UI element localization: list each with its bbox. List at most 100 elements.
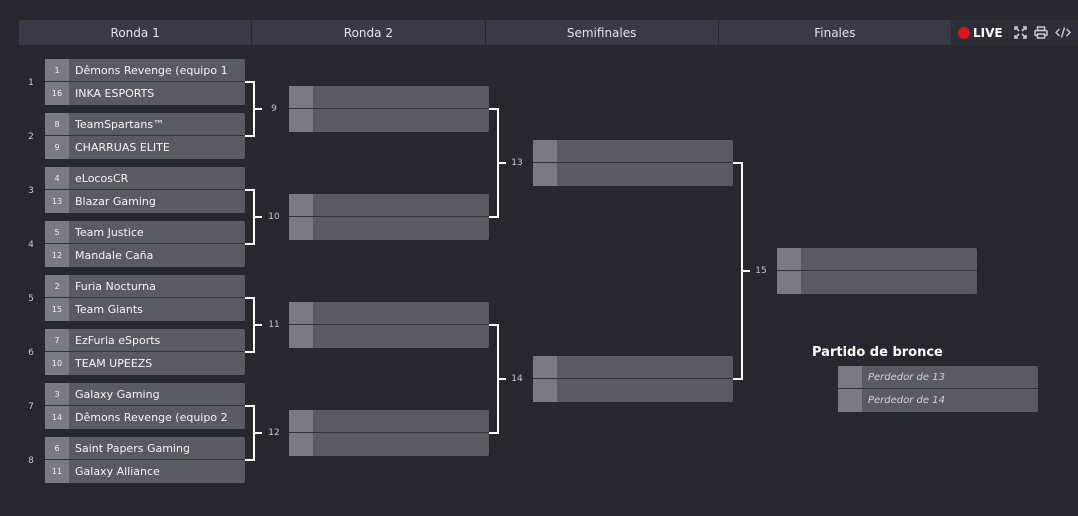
team-name: Mandale Caña: [75, 249, 154, 262]
team-slot[interactable]: [289, 325, 489, 348]
match-card-12[interactable]: [289, 410, 489, 456]
embed-code-icon[interactable]: [1055, 25, 1071, 41]
team-slot[interactable]: Perdedor de 14: [838, 389, 1038, 412]
seed-badge: [533, 356, 557, 378]
match-label-15: 15: [755, 266, 767, 276]
team-name: Blazar Gaming: [75, 195, 156, 208]
seed-badge: 10: [45, 352, 69, 375]
match-card-15[interactable]: [777, 248, 977, 294]
match-label-12: 12: [268, 428, 280, 438]
team-name: TeamSpartans™: [75, 117, 165, 131]
match-label-5: 5: [28, 294, 34, 304]
match-label-4: 4: [28, 240, 34, 250]
team-slot[interactable]: 10 TEAM UPEEZS: [45, 352, 245, 375]
team-slot[interactable]: 8 TeamSpartans™: [45, 113, 245, 136]
bronze-match-card[interactable]: Perdedor de 13 Perdedor de 14: [838, 366, 1038, 412]
seed-badge: [838, 366, 862, 388]
live-indicator[interactable]: LIVE: [958, 26, 1003, 40]
match-card-10[interactable]: [289, 194, 489, 240]
match-card-9[interactable]: [289, 86, 489, 132]
seed-badge: 2: [45, 275, 69, 297]
team-slot[interactable]: [533, 140, 733, 163]
team-name: Dêmons Revenge (equipo 2: [75, 411, 228, 424]
team-slot[interactable]: [289, 433, 489, 456]
round-tab-2[interactable]: Ronda 2: [252, 20, 486, 45]
team-slot[interactable]: [533, 379, 733, 402]
round-tab-semifinals[interactable]: Semifinales: [486, 20, 719, 45]
team-slot[interactable]: [533, 356, 733, 379]
team-slot[interactable]: Perdedor de 13: [838, 366, 1038, 389]
team-name: Team Giants: [75, 303, 143, 316]
team-slot[interactable]: [289, 302, 489, 325]
team-slot[interactable]: [289, 217, 489, 240]
seed-badge: 7: [45, 329, 69, 351]
seed-badge: 5: [45, 221, 69, 243]
team-slot[interactable]: [533, 163, 733, 186]
match-card-13[interactable]: [533, 140, 733, 186]
match-label-8: 8: [28, 456, 34, 466]
seed-badge: [289, 325, 313, 348]
match-card-14[interactable]: [533, 356, 733, 402]
match-label-6: 6: [28, 348, 34, 358]
team-name: TEAM UPEEZS: [75, 357, 153, 370]
round-tab-1[interactable]: Ronda 1: [19, 20, 253, 45]
team-slot[interactable]: [289, 86, 489, 109]
live-label: LIVE: [973, 25, 1003, 40]
match-label-1: 1: [28, 78, 34, 88]
seed-badge: [777, 248, 801, 270]
seed-badge: [289, 217, 313, 240]
round-tab-finals[interactable]: Finales: [814, 25, 856, 40]
seed-badge: [838, 389, 862, 412]
match-label-10: 10: [268, 212, 280, 222]
team-name: Saint Papers Gaming: [75, 441, 190, 455]
team-name: eLocosCR: [75, 171, 129, 185]
seed-badge: [289, 86, 313, 108]
live-dot-icon: [958, 26, 970, 39]
match-card-6[interactable]: 7 EzFuria eSports 10 TEAM UPEEZS: [45, 329, 245, 375]
seed-badge: 15: [45, 298, 69, 321]
team-slot[interactable]: [777, 271, 977, 294]
seed-badge: [533, 163, 557, 186]
team-slot[interactable]: [289, 194, 489, 217]
match-label-13: 13: [511, 158, 523, 168]
seed-badge: [289, 410, 313, 432]
match-label-3: 3: [28, 186, 34, 196]
fullscreen-icon[interactable]: [1013, 25, 1027, 41]
seed-badge: [777, 271, 801, 294]
team-name: EzFuria eSports: [75, 333, 161, 347]
match-card-11[interactable]: [289, 302, 489, 348]
bronze-match-title: Partido de bronce: [812, 345, 943, 360]
team-slot[interactable]: [289, 410, 489, 433]
rounds-header: Ronda 1 Ronda 2 Semifinales Finales: [19, 20, 951, 45]
bracket-toolbar: LIVE: [951, 20, 1078, 45]
team-slot[interactable]: [289, 109, 489, 132]
team-slot[interactable]: [777, 248, 977, 271]
seed-badge: 6: [45, 437, 69, 459]
match-label-7: 7: [28, 402, 34, 412]
print-icon[interactable]: [1034, 25, 1048, 41]
team-slot[interactable]: 7 EzFuria eSports: [45, 329, 245, 352]
seed-badge: [533, 140, 557, 162]
team-slot[interactable]: 6 Saint Papers Gaming: [45, 437, 245, 460]
seed-badge: 8: [45, 113, 69, 135]
team-slot[interactable]: 15 Team Giants: [45, 298, 245, 321]
match-label-9: 9: [271, 104, 277, 114]
